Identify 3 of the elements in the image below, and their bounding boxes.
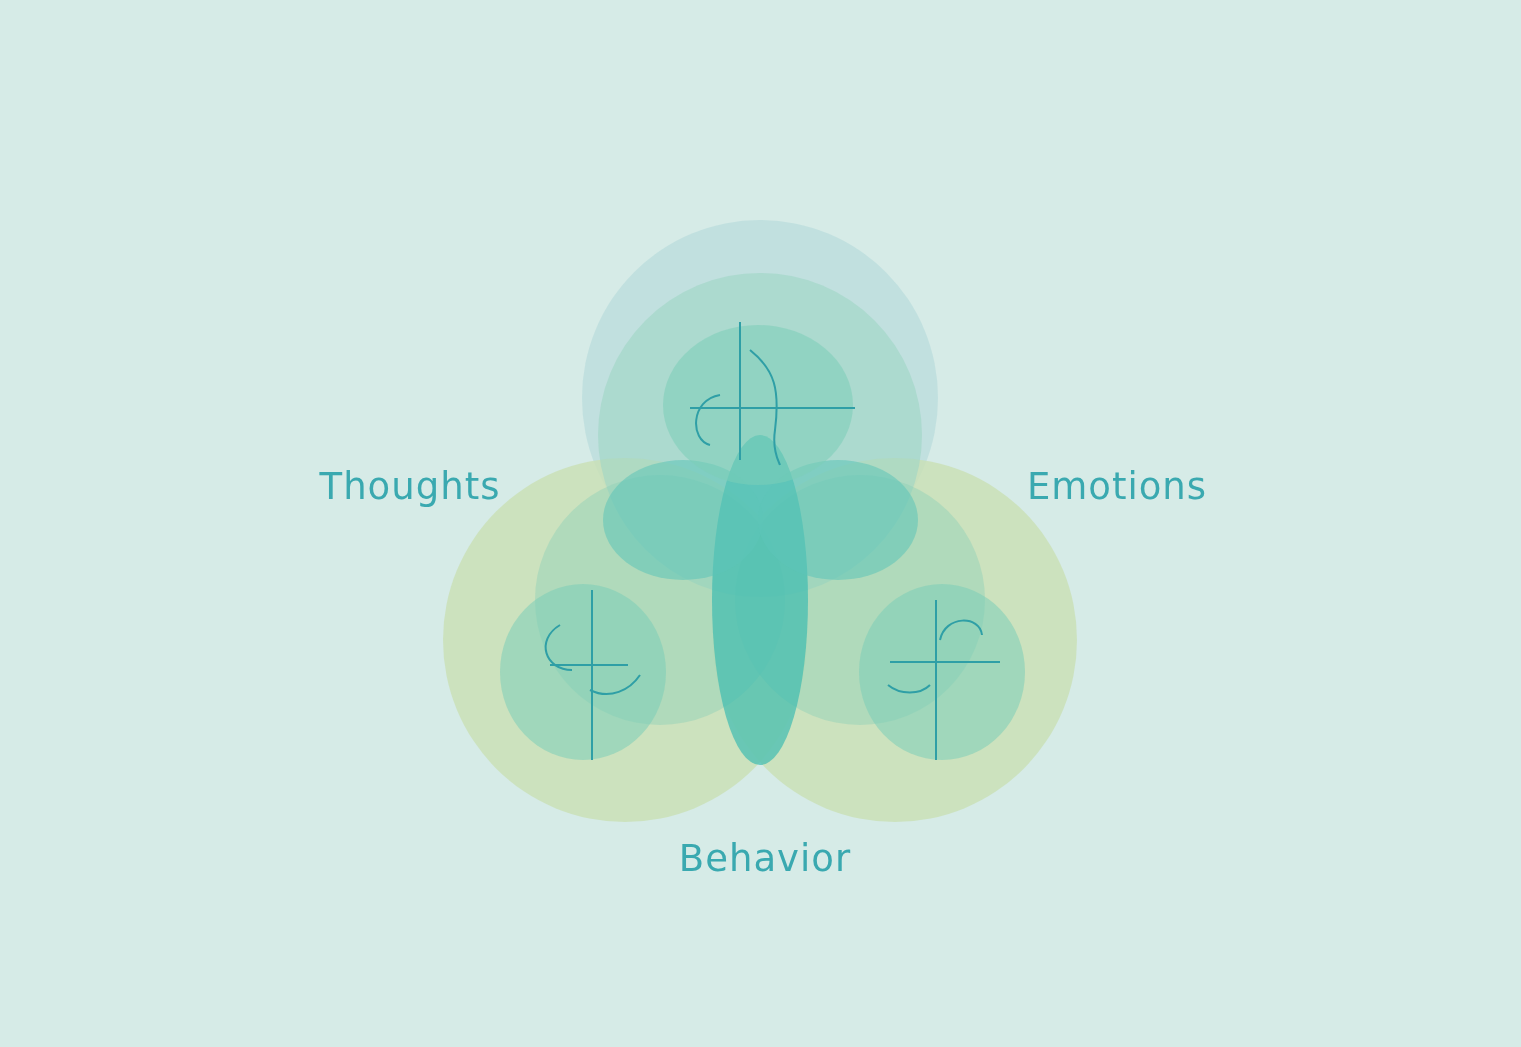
category-label: Behavior (678, 836, 852, 880)
category-label: Thoughts (319, 464, 501, 508)
category-label: Emotions (1026, 464, 1208, 508)
